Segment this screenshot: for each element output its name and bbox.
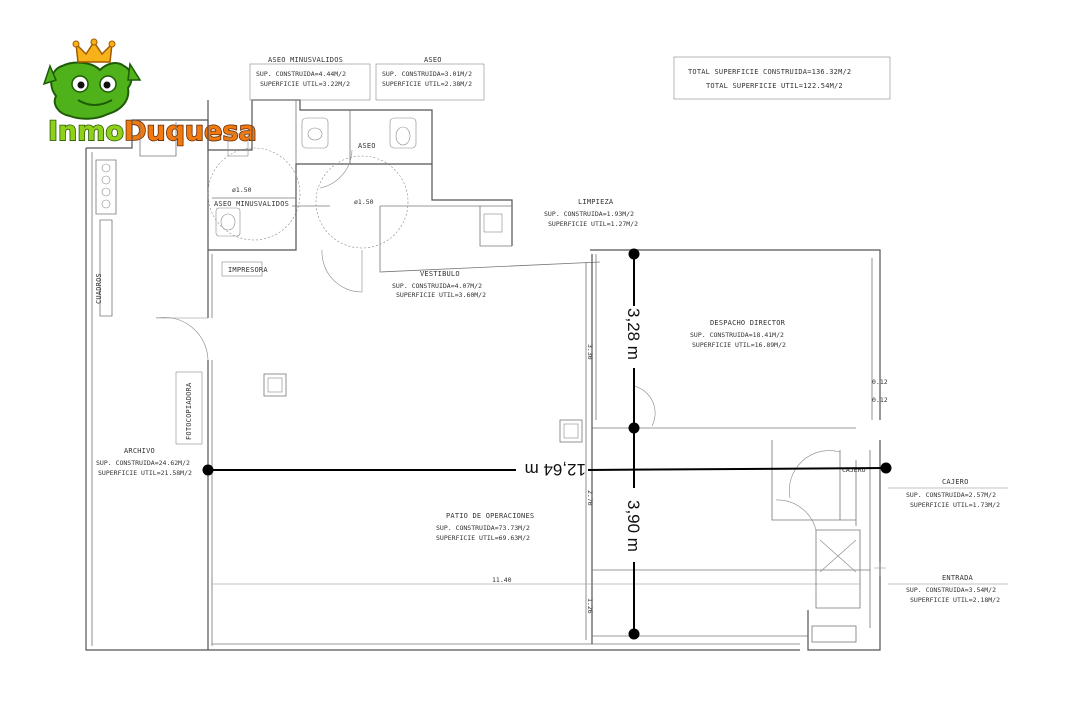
svg-text:PATIO DE OPERACIONES: PATIO DE OPERACIONES	[446, 512, 534, 520]
logo-text: InmoDuquesa	[48, 116, 257, 147]
total-construida: TOTAL SUPERFICIE CONSTRUIDA=136.32M/2	[688, 68, 851, 76]
svg-text:SUPERFICIE UTIL=2.18M/2: SUPERFICIE UTIL=2.18M/2	[910, 596, 1000, 604]
room-vestibulo: VESTIBULO SUP. CONSTRUIDA=4.07M/2 SUPERF…	[392, 270, 486, 299]
svg-text:LIMPIEZA: LIMPIEZA	[578, 198, 614, 206]
room-aseo-minusvalidos: ASEO MINUSVALIDOS SUP. CONSTRUIDA=4.44M/…	[249, 56, 371, 101]
svg-text:SUP. CONSTRUIDA=4.44M/2: SUP. CONSTRUIDA=4.44M/2	[256, 70, 346, 78]
svg-text:SUPERFICIE UTIL=2.38M/2: SUPERFICIE UTIL=2.38M/2	[382, 80, 472, 88]
measure-vertical-top: 3,28 m	[624, 308, 643, 360]
measure-point-right	[880, 462, 892, 474]
svg-text:ENTRADA: ENTRADA	[942, 574, 973, 582]
measure-point-bottom	[628, 628, 640, 640]
svg-text:DESPACHO DIRECTOR: DESPACHO DIRECTOR	[710, 319, 786, 327]
svg-text:ARCHIVO: ARCHIVO	[124, 447, 155, 455]
svg-text:SUPERFICIE UTIL=1.27M/2: SUPERFICIE UTIL=1.27M/2	[548, 220, 638, 228]
svg-text:VESTIBULO: VESTIBULO	[420, 270, 460, 278]
svg-text:SUPERFICIE UTIL=69.63M/2: SUPERFICIE UTIL=69.63M/2	[436, 534, 530, 542]
svg-text:SUP. CONSTRUIDA=1.93M/2: SUP. CONSTRUIDA=1.93M/2	[544, 210, 634, 218]
walls	[85, 99, 886, 651]
measure-point-top	[628, 248, 640, 260]
svg-text:CAJERO: CAJERO	[942, 478, 969, 486]
measure-point-left	[202, 464, 214, 476]
total-util: TOTAL SUPERFICIE UTIL=122.54M/2	[706, 82, 843, 90]
measure-vertical-bottom: 3,90 m	[624, 500, 643, 552]
measure-horizontal: 12,64 m	[525, 460, 586, 479]
room-entrada: ENTRADA SUP. CONSTRUIDA=3.54M/2 SUPERFIC…	[888, 574, 1008, 604]
logo-duquesa: Duquesa	[124, 116, 257, 147]
label-cuadros: CUADROS	[95, 273, 103, 304]
label-fotocopiadora: FOTOCOPIADORA	[185, 382, 193, 440]
svg-text:SUPERFICIE UTIL=3.60M/2: SUPERFICIE UTIL=3.60M/2	[396, 291, 486, 299]
svg-text:SUPERFICIE UTIL=21.58M/2: SUPERFICIE UTIL=21.58M/2	[98, 469, 192, 477]
room-cajero: CAJERO SUP. CONSTRUIDA=2.57M/2 SUPERFICI…	[888, 478, 1008, 509]
dim-270: 2.70	[586, 490, 594, 506]
room-aseo: ASEO SUP. CONSTRUIDA=3.01M/2 SUPERFICIE …	[375, 56, 485, 101]
dim-150b: ø1.50	[354, 198, 374, 206]
svg-text:SUP. CONSTRUIDA=3.54M/2: SUP. CONSTRUIDA=3.54M/2	[906, 586, 996, 594]
svg-text:ASEO: ASEO	[424, 56, 442, 64]
dim-012a: 0.12	[872, 378, 888, 386]
dim-1140: 11.40	[492, 576, 512, 584]
dim-012b: 0.12	[872, 396, 888, 404]
svg-text:SUP. CONSTRUIDA=73.73M/2: SUP. CONSTRUIDA=73.73M/2	[436, 524, 530, 532]
measurement-overlay: 3,28 m 3,90 m 12,64 m	[202, 248, 892, 640]
dim-126: 1.26	[586, 598, 594, 614]
svg-text:SUPERFICIE UTIL=1.73M/2: SUPERFICIE UTIL=1.73M/2	[910, 501, 1000, 509]
svg-text:SUPERFICIE UTIL=16.89M/2: SUPERFICIE UTIL=16.89M/2	[692, 341, 786, 349]
dim-330: 3.30	[586, 344, 594, 360]
crown-icon	[72, 38, 116, 63]
svg-text:SUP. CONSTRUIDA=24.62M/2: SUP. CONSTRUIDA=24.62M/2	[96, 459, 190, 467]
room-limpieza: LIMPIEZA SUP. CONSTRUIDA=1.93M/2 SUPERFI…	[544, 198, 638, 228]
label-impresora: IMPRESORA	[228, 266, 268, 274]
measure-point-mid	[628, 422, 640, 434]
dim-cajero: CAJERO	[842, 466, 866, 474]
frog-icon	[42, 61, 142, 120]
room-labels: ASEO MINUSVALIDOS SUP. CONSTRUIDA=4.44M/…	[95, 56, 1008, 614]
svg-text:SUP. CONSTRUIDA=4.07M/2: SUP. CONSTRUIDA=4.07M/2	[392, 282, 482, 290]
logo-inmo: Inmo	[48, 116, 124, 147]
dim-150a: ø1.50	[232, 186, 252, 194]
totals-box: TOTAL SUPERFICIE CONSTRUIDA=136.32M/2 TO…	[673, 56, 891, 100]
svg-text:SUPERFICIE UTIL=3.22M/2: SUPERFICIE UTIL=3.22M/2	[260, 80, 350, 88]
room-archivo: ARCHIVO SUP. CONSTRUIDA=24.62M/2 SUPERFI…	[96, 447, 192, 477]
room-patio-operaciones: PATIO DE OPERACIONES SUP. CONSTRUIDA=73.…	[436, 512, 534, 542]
svg-text:SUP. CONSTRUIDA=2.57M/2: SUP. CONSTRUIDA=2.57M/2	[906, 491, 996, 499]
label-aseo-minusvalidos-inner: ASEO MINUSVALIDOS	[214, 200, 289, 208]
svg-text:SUP. CONSTRUIDA=18.41M/2: SUP. CONSTRUIDA=18.41M/2	[690, 331, 784, 339]
label-aseo-inner: ASEO	[358, 142, 376, 150]
logo: InmoDuquesa	[42, 38, 258, 148]
room-despacho-director: DESPACHO DIRECTOR SUP. CONSTRUIDA=18.41M…	[690, 319, 786, 349]
svg-text:SUP. CONSTRUIDA=3.01M/2: SUP. CONSTRUIDA=3.01M/2	[382, 70, 472, 78]
svg-text:ASEO MINUSVALIDOS: ASEO MINUSVALIDOS	[268, 56, 343, 64]
